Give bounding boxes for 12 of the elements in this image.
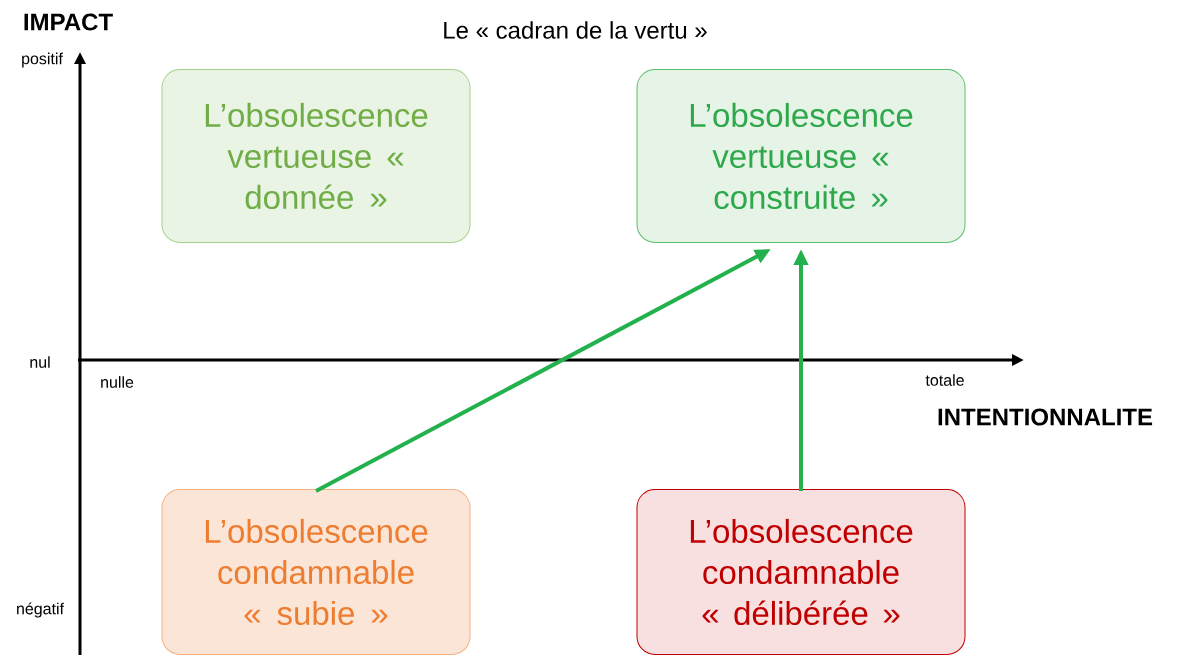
axis-label: nulle — [101, 376, 134, 388]
axis-label: totale — [925, 374, 964, 386]
quadrant-box: L’obsolescence condamnable « délibérée » — [636, 489, 966, 655]
axis-label: nul — [30, 356, 50, 368]
axis-label: positif — [22, 52, 63, 68]
quadrant-box: L’obsolescence vertueuse « construite » — [636, 69, 966, 243]
quadrant-box: L’obsolescence condamnable « subie » — [161, 489, 471, 655]
title: Le « cadran de la vertu » — [444, 21, 707, 39]
axis-label: INTENTIONNALITE — [938, 408, 1153, 426]
axis-label: IMPACT — [24, 13, 113, 31]
quadrant-box: L’obsolescence vertueuse « donnée » — [161, 69, 471, 243]
axis-label: négatif — [17, 602, 65, 618]
